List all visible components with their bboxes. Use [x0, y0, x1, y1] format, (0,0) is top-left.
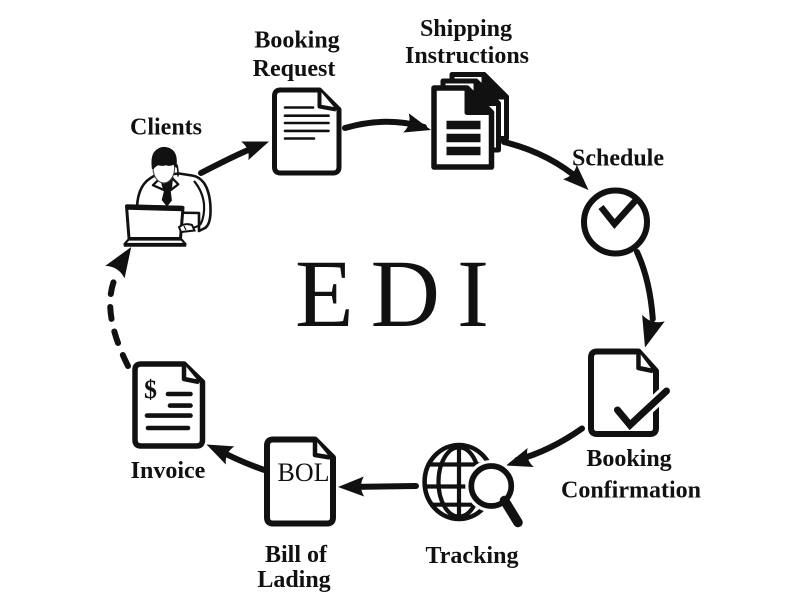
svg-text:Lading: Lading	[257, 567, 330, 593]
svg-text:Tracking: Tracking	[426, 543, 519, 569]
svg-text:Booking: Booking	[586, 446, 671, 472]
svg-text:Confirmation: Confirmation	[561, 478, 701, 504]
svg-text:Shipping: Shipping	[420, 16, 512, 42]
svg-text:Clients: Clients	[130, 115, 202, 141]
svg-text:Schedule: Schedule	[572, 146, 664, 172]
svg-text:Request: Request	[253, 56, 336, 82]
svg-text:$: $	[144, 375, 157, 404]
svg-text:BOL: BOL	[278, 458, 330, 487]
svg-text:Booking: Booking	[254, 28, 339, 54]
svg-text:Bill of: Bill of	[265, 542, 328, 568]
svg-text:EDI: EDI	[295, 240, 506, 347]
svg-text:Invoice: Invoice	[131, 458, 206, 484]
svg-text:Instructions: Instructions	[405, 43, 529, 69]
